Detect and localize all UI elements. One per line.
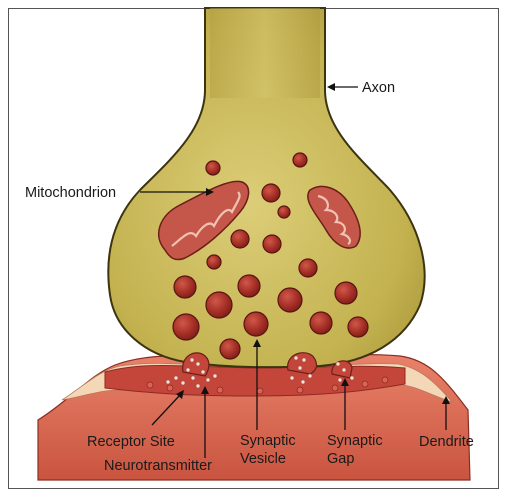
label-receptor-site: Receptor Site [87, 434, 175, 450]
label-mitochondrion: Mitochondrion [25, 185, 116, 201]
label-synaptic-gap-line1: Synaptic [327, 433, 383, 449]
label-dendrite: Dendrite [419, 434, 474, 450]
label-axon: Axon [362, 80, 395, 96]
label-neurotransmitter: Neurotransmitter [104, 458, 212, 474]
label-synaptic-gap-line2: Gap [327, 451, 354, 467]
label-synaptic-vesicle-line1: Synaptic [240, 433, 296, 449]
label-synaptic-vesicle-line2: Vesicle [240, 451, 286, 467]
